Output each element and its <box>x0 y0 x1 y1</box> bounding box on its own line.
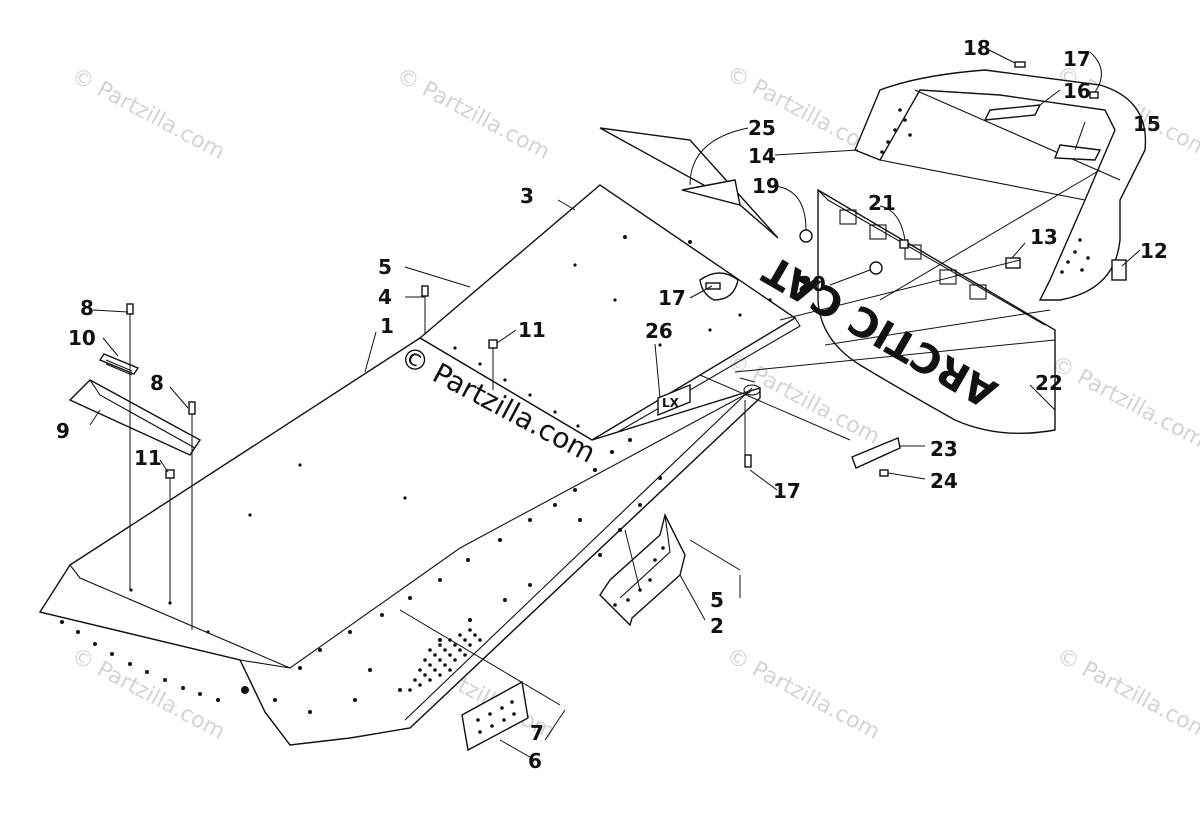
callout-25: 25 <box>748 116 776 140</box>
callout-24: 24 <box>930 469 958 493</box>
callout-1: 1 <box>380 314 394 338</box>
fastener-lines <box>126 285 498 630</box>
callout-11-left: 11 <box>134 446 162 470</box>
callout-7: 7 <box>530 721 544 745</box>
flap-25 <box>599 127 779 239</box>
strip-10 <box>98 353 140 376</box>
callout-labels: 1 2 3 4 5 5 6 7 8 8 9 10 11 11 12 13 14 … <box>56 36 1168 773</box>
callout-26: 26 <box>645 319 673 343</box>
callout-16: 16 <box>1063 79 1091 103</box>
callout-8-lower: 8 <box>150 371 164 395</box>
small-hardware <box>744 61 1127 468</box>
bumper-frame <box>854 69 1147 301</box>
watermark: © Partzilla.com <box>722 643 884 745</box>
callout-2: 2 <box>710 614 724 638</box>
emblem-26: LX <box>657 383 691 417</box>
callout-5-upper: 5 <box>378 255 392 279</box>
callout-14: 14 <box>748 144 776 168</box>
callout-5-lower: 5 <box>710 588 724 612</box>
callout-4: 4 <box>378 285 392 309</box>
callout-20: 20 <box>798 272 826 296</box>
callout-11-right: 11 <box>518 318 546 342</box>
callout-17-top-right: 17 <box>1063 47 1091 71</box>
watermark: © Partzilla.com <box>1047 351 1200 453</box>
callout-17-bottom: 17 <box>773 479 801 503</box>
callout-22: 22 <box>1035 371 1063 395</box>
bolt-17-top <box>699 272 739 301</box>
callout-18: 18 <box>963 36 991 60</box>
bracket-2 <box>599 512 686 627</box>
callout-23: 23 <box>930 437 958 461</box>
tunnel <box>38 337 761 746</box>
plate-23 <box>851 437 901 477</box>
callout-19: 19 <box>752 174 780 198</box>
callout-21: 21 <box>868 191 896 215</box>
callout-6: 6 <box>528 749 542 773</box>
emblem-label: LX <box>662 396 680 410</box>
callout-3: 3 <box>520 184 534 208</box>
callout-8-upper: 8 <box>80 296 94 320</box>
plate-6 <box>461 680 529 752</box>
watermark: © Partzilla.com <box>1052 643 1200 745</box>
callout-13: 13 <box>1030 225 1058 249</box>
callout-9: 9 <box>56 419 70 443</box>
watermark: © Partzilla.com <box>67 643 229 745</box>
watermark: © Partzilla.com <box>67 63 229 165</box>
callout-15: 15 <box>1133 112 1161 136</box>
watermark: © Partzilla.com <box>392 63 554 165</box>
callout-12: 12 <box>1140 239 1168 263</box>
bracket-9 <box>68 379 202 456</box>
leader-lines <box>89 47 1141 761</box>
callout-17-middle: 17 <box>658 286 686 310</box>
callout-10: 10 <box>68 326 96 350</box>
